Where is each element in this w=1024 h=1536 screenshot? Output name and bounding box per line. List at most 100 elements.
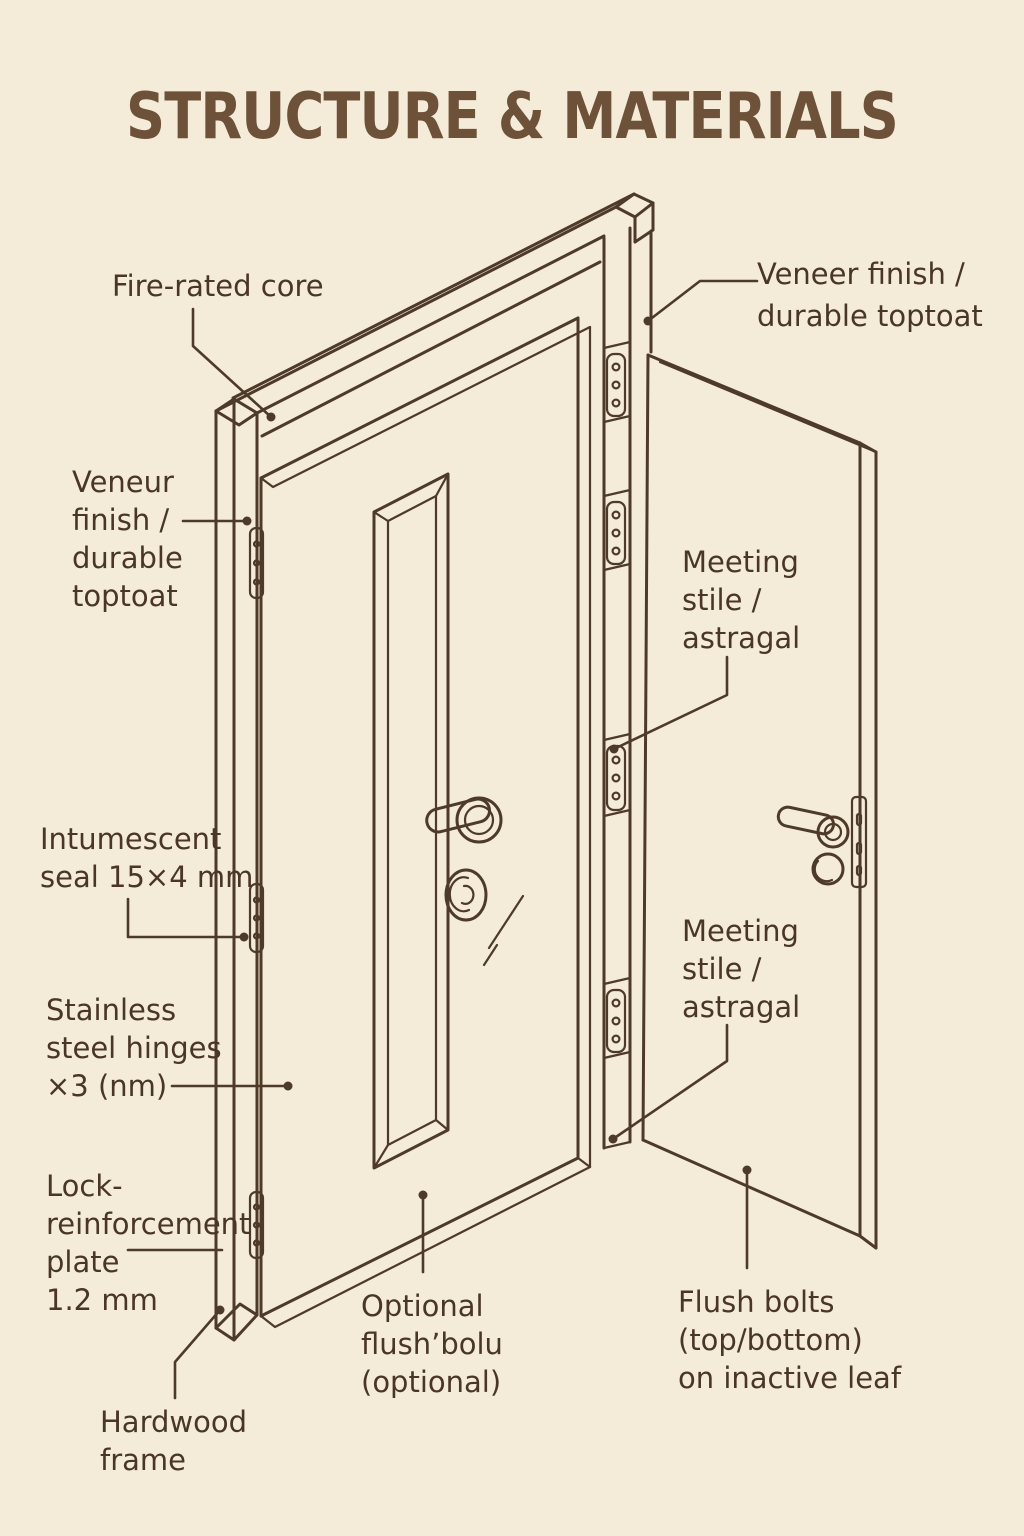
label-flush-bolts: Flush bolts (top/bottom) on inactive lea… — [678, 1285, 902, 1395]
svg-text:Veneer finish /: Veneer finish / — [757, 257, 965, 291]
hinge-plate — [605, 352, 627, 418]
leader-fire-rated-core — [191, 307, 273, 419]
page-title: STRUCTURE & MATERIALS — [126, 80, 898, 154]
svg-text:Optional: Optional — [361, 1289, 484, 1323]
svg-text:on inactive leaf: on inactive leaf — [678, 1361, 902, 1395]
leaf-recessed-panel — [372, 472, 525, 1170]
label-meeting-stile-upper: Meeting stile / astragal — [682, 545, 800, 655]
label-lock-reinforcement: Lock- reinforcement plate 1.2 mm — [46, 1169, 250, 1317]
svg-text:flush’bolu: flush’bolu — [361, 1327, 503, 1361]
stile-bottom-cap — [602, 1140, 632, 1150]
label-stainless-hinges: Stainless steel hinges ×3 (nm) — [46, 993, 222, 1103]
callout-labels: Fire-rated core Veneer finish / durable … — [40, 257, 983, 1477]
leader-dot — [266, 412, 276, 422]
jamb-hinge-plates — [248, 526, 265, 1260]
thumb-turn-shade — [813, 859, 834, 883]
svg-text:stile /: stile / — [682, 583, 762, 617]
leader-dot — [239, 932, 249, 942]
leader-dot — [418, 1190, 428, 1200]
svg-text:durable toptoat: durable toptoat — [757, 299, 983, 333]
astragal-hinge-plates — [605, 352, 627, 1054]
leader-dot — [215, 1305, 225, 1315]
handle-lever — [425, 797, 492, 834]
inactive-door-leaf — [641, 353, 878, 1250]
head-rail-lower-edge — [255, 234, 606, 415]
leaf-top-edge — [646, 353, 862, 445]
svg-text:Lock-: Lock- — [46, 1169, 123, 1203]
svg-text:×3 (nm): ×3 (nm) — [46, 1069, 167, 1103]
inactive-leaf-handle — [776, 805, 850, 886]
leader-dot — [283, 1081, 293, 1091]
svg-text:1.2 mm: 1.2 mm — [46, 1283, 158, 1317]
hinge-plate — [248, 1190, 265, 1260]
leader-meeting-stile-lower — [611, 1023, 729, 1141]
svg-text:Hardwood: Hardwood — [100, 1405, 247, 1439]
label-optional-flush-bolt: Optional flush’bolu (optional) — [361, 1289, 503, 1399]
svg-text:Stainless: Stainless — [46, 993, 176, 1027]
leaf-hinge-edge — [641, 353, 650, 1142]
leader-intumescent-seal — [126, 897, 246, 939]
panel-corner-bevels — [372, 472, 450, 1170]
escutcheon-outer — [444, 868, 488, 922]
leader-dot — [643, 316, 653, 326]
svg-text:toptoat: toptoat — [72, 579, 178, 613]
leaf-top-thickness — [259, 325, 592, 489]
stile-segment-ticks — [602, 340, 632, 1060]
leader-dot — [609, 744, 619, 754]
head-rail-end-cap — [614, 192, 655, 219]
active-door-leaf — [259, 316, 592, 1329]
svg-text:plate: plate — [46, 1245, 119, 1279]
label-meeting-stile-lower: Meeting stile / astragal — [682, 914, 800, 1024]
svg-text:steel hinges: steel hinges — [46, 1031, 222, 1065]
svg-text:astragal: astragal — [682, 621, 800, 655]
svg-text:(optional): (optional) — [361, 1365, 501, 1399]
keyhole-swirl — [448, 876, 475, 913]
svg-text:Meeting: Meeting — [682, 545, 799, 579]
leaf-top-thickness — [658, 360, 878, 454]
leader-dot — [242, 516, 252, 526]
svg-text:stile /: stile / — [682, 952, 762, 986]
leader-hardwood-frame — [173, 1308, 222, 1400]
active-leaf-handle — [425, 796, 503, 922]
leaf-top-edge — [259, 316, 580, 480]
svg-text:Intumescent: Intumescent — [40, 822, 221, 856]
head-rail-outer-edge — [214, 205, 618, 413]
panel-inner-bevel — [386, 494, 438, 1147]
glass-reflection-marks — [482, 894, 525, 967]
svg-text:finish /: finish / — [72, 503, 169, 537]
lock-faceplate — [850, 795, 868, 889]
leader-dot — [608, 1134, 618, 1144]
svg-text:(top/bottom): (top/bottom) — [678, 1323, 863, 1357]
leaf-edge-caps — [858, 441, 878, 1250]
handle-rose-inner — [463, 804, 495, 836]
left-jamb-top-cap — [214, 397, 259, 427]
leader-meeting-stile-upper — [612, 655, 729, 751]
label-intumescent-seal: Intumescent seal 15×4 mm — [40, 822, 253, 894]
label-veneer-finish-left: Veneur finish / durable toptoat — [72, 465, 183, 613]
hinge-plate — [605, 500, 627, 566]
svg-text:seal 15×4 mm: seal 15×4 mm — [40, 860, 253, 894]
svg-text:Meeting: Meeting — [682, 914, 799, 948]
label-hardwood-frame: Hardwood frame — [100, 1405, 247, 1477]
leader-veneer-right — [646, 279, 759, 323]
hinge-plate — [248, 882, 265, 954]
handle-lever — [776, 805, 835, 836]
door-frame — [214, 192, 655, 1342]
hinge-plate — [605, 744, 627, 812]
svg-text:Flush bolts: Flush bolts — [678, 1285, 835, 1319]
handle-rose-outer — [455, 796, 503, 844]
svg-text:Veneur: Veneur — [72, 465, 174, 499]
hinge-plate — [248, 526, 265, 600]
head-rail-ridge — [231, 192, 636, 400]
svg-text:frame: frame — [100, 1443, 186, 1477]
leaf-bottom-edge — [259, 1156, 580, 1318]
leader-dot — [742, 1165, 752, 1175]
svg-text:astragal: astragal — [682, 990, 800, 1024]
leaf-bottom-edge — [641, 1138, 862, 1238]
leader-lines — [126, 279, 759, 1400]
svg-text:reinforcement: reinforcement — [46, 1207, 250, 1241]
leaf-bottom-thickness — [259, 1156, 592, 1329]
svg-text:durable: durable — [72, 541, 183, 575]
